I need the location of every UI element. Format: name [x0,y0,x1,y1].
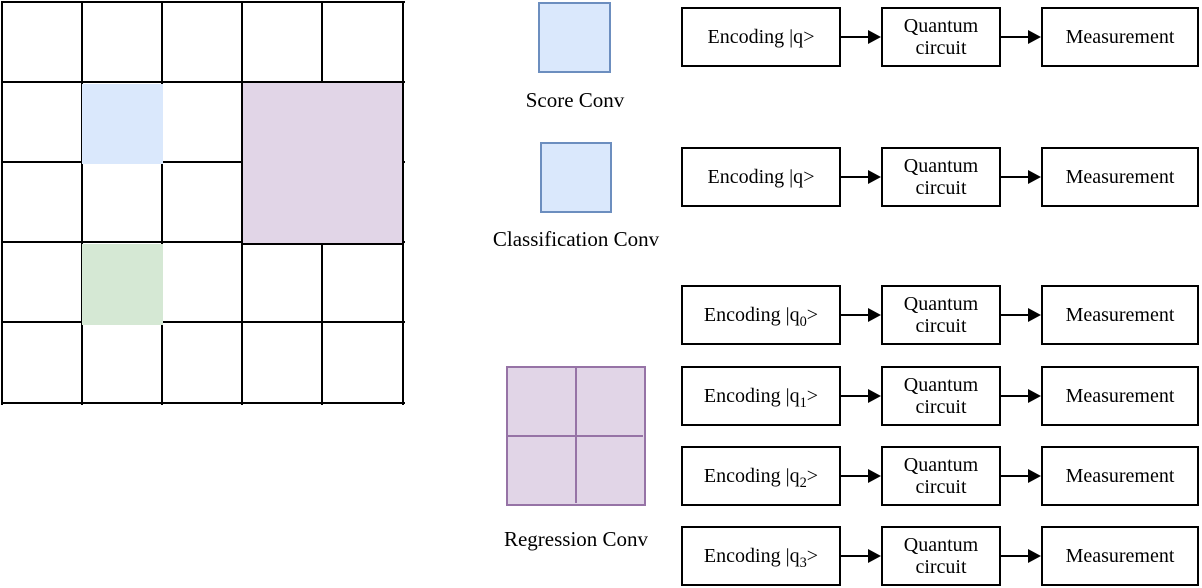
pipeline-row-classification: Encoding |q> Quantum circuit Measurement [681,147,1201,207]
measurement-label: Measurement [1065,25,1175,48]
classification-conv-label: Classification Conv [492,227,660,251]
encoding-subscript: 2 [799,474,807,491]
arrow-icon [841,7,881,67]
measurement-box: Measurement [1041,526,1199,586]
encoding-label: Encoding |q [703,384,800,407]
arrow-icon [841,147,881,207]
encoding-label: Encoding |q [703,464,800,487]
quantum-circuit-box: Quantum circuit [881,446,1001,506]
measurement-box: Measurement [1041,446,1199,506]
score-conv-label: Score Conv [525,88,625,112]
encoding-subscript: 0 [799,313,807,330]
arrow-icon [841,446,881,506]
arrow-icon [1001,147,1041,207]
encoding-box: Encoding |q0> [681,285,841,345]
quantum-circuit-label: Quantum circuit [903,292,979,337]
quantum-circuit-box: Quantum circuit [881,366,1001,426]
measurement-box: Measurement [1041,7,1199,67]
encoding-label: Encoding |q [707,165,804,188]
encoding-subscript: 3 [799,554,807,571]
arrow-icon [1001,526,1041,586]
measurement-box: Measurement [1041,147,1199,207]
encoding-box: Encoding |q> [681,147,841,207]
pipeline-row-regression-q3: Encoding |q3> Quantum circuit Measuremen… [681,526,1201,586]
quantum-circuit-box: Quantum circuit [881,7,1001,67]
measurement-label: Measurement [1065,303,1175,326]
grid-cell-score-blue [82,83,163,164]
grid-line [508,434,643,437]
arrow-icon [1001,7,1041,67]
arrow-icon [1001,285,1041,345]
grid-line [1,1,4,405]
encoding-box: Encoding |q3> [681,526,841,586]
grid-line [1,1,405,4]
grid-line [1,241,405,244]
quantum-circuit-box: Quantum circuit [881,147,1001,207]
measurement-label: Measurement [1065,544,1175,567]
quantum-circuit-label: Quantum circuit [903,14,979,59]
pipeline-row-score: Encoding |q> Quantum circuit Measurement [681,7,1201,67]
classification-conv-square [540,142,612,213]
arrow-icon [841,526,881,586]
pipeline-row-regression-q2: Encoding |q2> Quantum circuit Measuremen… [681,446,1201,506]
measurement-box: Measurement [1041,366,1199,426]
regression-conv-grid [506,366,646,506]
encoding-subscript: 1 [799,394,807,411]
regression-conv-label: Regression Conv [503,527,649,551]
encoding-label: Encoding |q [703,303,800,326]
grid-cell-green [82,243,163,325]
grid-line [1,81,405,84]
score-conv-square [538,2,611,73]
encoding-box: Encoding |q2> [681,446,841,506]
grid-line [1,161,405,164]
pipeline-row-regression-q0: Encoding |q0> Quantum circuit Measuremen… [681,285,1201,345]
grid-line [161,1,164,405]
arrow-icon [841,285,881,345]
encoding-label: Encoding |q [703,544,800,567]
measurement-label: Measurement [1065,464,1175,487]
quantum-circuit-label: Quantum circuit [903,533,979,578]
feature-grid [1,1,405,405]
encoding-box: Encoding |q1> [681,366,841,426]
quantum-circuit-label: Quantum circuit [903,373,979,418]
quantum-circuit-label: Quantum circuit [903,453,979,498]
grid-line [1,321,405,324]
quantum-circuit-box: Quantum circuit [881,285,1001,345]
grid-line [1,402,405,405]
grid-line [81,1,84,405]
measurement-box: Measurement [1041,285,1199,345]
quantum-circuit-label: Quantum circuit [903,154,979,199]
quantum-circuit-box: Quantum circuit [881,526,1001,586]
measurement-label: Measurement [1065,165,1175,188]
arrow-icon [1001,446,1041,506]
measurement-label: Measurement [1065,384,1175,407]
encoding-label: Encoding |q [707,25,804,48]
pipeline-row-regression-q1: Encoding |q1> Quantum circuit Measuremen… [681,366,1201,426]
encoding-box: Encoding |q> [681,7,841,67]
grid-cell-regression-purple [241,81,404,245]
arrow-icon [841,366,881,426]
arrow-icon [1001,366,1041,426]
